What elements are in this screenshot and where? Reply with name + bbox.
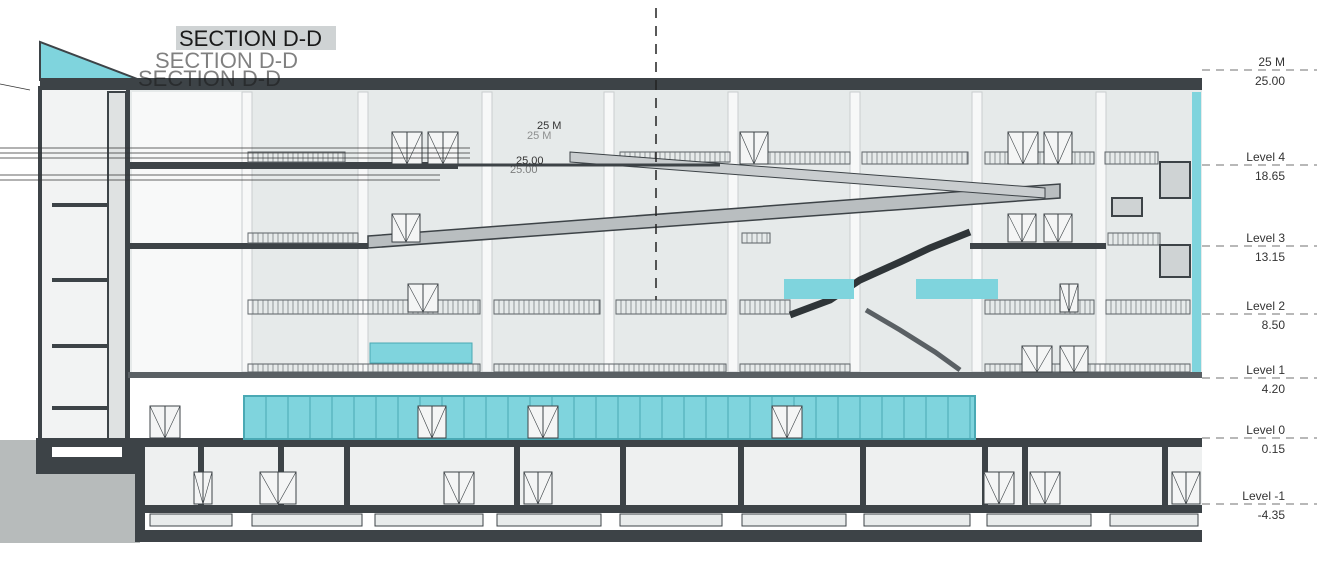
column: [1095, 91, 1107, 373]
column: [971, 91, 983, 373]
door: [149, 405, 181, 439]
level-elevation: -4.35: [1258, 508, 1286, 522]
foundation-opening: [374, 513, 484, 527]
level-markers: [1202, 69, 1317, 505]
door: [443, 471, 475, 505]
roof-glass-wedge: [39, 40, 141, 81]
inner-top-label-ghost: 25 M: [527, 130, 551, 142]
left-outer-wall-inner: [52, 447, 122, 457]
door: [1043, 213, 1073, 243]
door: [193, 471, 213, 505]
foundation-opening: [619, 513, 723, 527]
glass-panel-level-2-left: [369, 342, 473, 364]
level-name: Level 1: [1246, 363, 1285, 377]
level-elevation: 8.50: [1262, 318, 1286, 332]
basement-column: [620, 447, 626, 505]
left-sketch-lines: [0, 83, 470, 181]
right-glazing: [1192, 92, 1201, 372]
door: [1021, 345, 1053, 373]
column: [727, 91, 739, 373]
slab-level-4: [128, 162, 458, 169]
left-hall: [132, 92, 242, 372]
foundation-opening: [741, 513, 847, 527]
level-name: 25 M: [1258, 55, 1285, 69]
basement-column: [1022, 447, 1028, 505]
basement-column: [860, 447, 866, 505]
door: [527, 405, 559, 439]
basement-column: [514, 447, 520, 505]
column: [603, 91, 615, 373]
level-name: Level 0: [1246, 423, 1285, 437]
level-name: Level 2: [1246, 299, 1285, 313]
foundation-opening: [251, 513, 363, 527]
door: [771, 405, 803, 439]
door: [1043, 131, 1073, 165]
basement-column: [344, 447, 350, 505]
door: [1029, 471, 1061, 505]
foundation-opening: [496, 513, 602, 527]
central-stair: [788, 228, 972, 319]
slab-level-3-right: [970, 243, 1106, 249]
foundation-opening: [149, 513, 233, 527]
slab-basement-bottom: [135, 505, 1202, 513]
column: [241, 91, 253, 373]
central-stair-lower: [864, 307, 962, 373]
doors: [149, 131, 1201, 505]
level-elevation: 4.20: [1262, 382, 1286, 396]
roof-slab: [40, 78, 1202, 90]
level-name: Level 4: [1246, 150, 1285, 164]
inner-top-label: 25 M: [537, 120, 561, 132]
stair-core-inner-wall: [107, 91, 127, 441]
foundation-openings: [149, 513, 1199, 527]
door: [739, 131, 769, 165]
drawing-title-ghost-1: SECTION D-D: [155, 48, 298, 73]
long-ramp: [367, 183, 1061, 249]
interior-background: [130, 90, 1202, 373]
door: [1059, 283, 1079, 313]
level-elevation: 0.15: [1262, 442, 1286, 456]
stair-core-floors: [52, 203, 110, 410]
column: [357, 91, 369, 373]
ground-fill-bottom: [0, 543, 1317, 579]
level-name: Level 3: [1246, 231, 1285, 245]
level-name: Level -1: [1242, 489, 1285, 503]
door: [983, 471, 1015, 505]
column: [849, 91, 861, 373]
level-elevation: 13.15: [1255, 250, 1285, 264]
door: [391, 213, 421, 243]
door: [1007, 213, 1037, 243]
glass-panel-level-2-right: [916, 279, 998, 299]
basement-left-wall: [135, 440, 145, 542]
title-background: [176, 26, 336, 50]
door: [523, 471, 553, 505]
basement-column: [738, 447, 744, 505]
slab-level-1: [128, 372, 1202, 378]
glass-panel-level-2-mid: [784, 279, 854, 299]
level-elevation: 18.65: [1255, 169, 1285, 183]
door: [417, 405, 447, 439]
level-elevation: 25.00: [1255, 74, 1285, 88]
drawing-title-ghost-2: SECTION D-D: [138, 66, 281, 91]
basement-column: [1162, 447, 1168, 505]
foundation-opening: [1109, 513, 1199, 527]
ground-floor-glazing: [243, 395, 976, 440]
door: [407, 283, 439, 313]
door: [1007, 131, 1039, 165]
inner-elev-label: 25.00: [516, 155, 544, 167]
door: [1171, 471, 1201, 505]
drawing-title: SECTION D-D: [179, 26, 322, 51]
right-stairs: [1111, 161, 1191, 278]
door: [1059, 345, 1089, 373]
slab-level-3: [128, 243, 368, 249]
door: [259, 471, 297, 505]
inner-elev-label-ghost: 25.00: [510, 164, 538, 176]
foundation-opening: [863, 513, 971, 527]
foundation-opening: [986, 513, 1092, 527]
slab-foundation: [135, 530, 1202, 542]
slab-level-0: [36, 438, 1202, 447]
